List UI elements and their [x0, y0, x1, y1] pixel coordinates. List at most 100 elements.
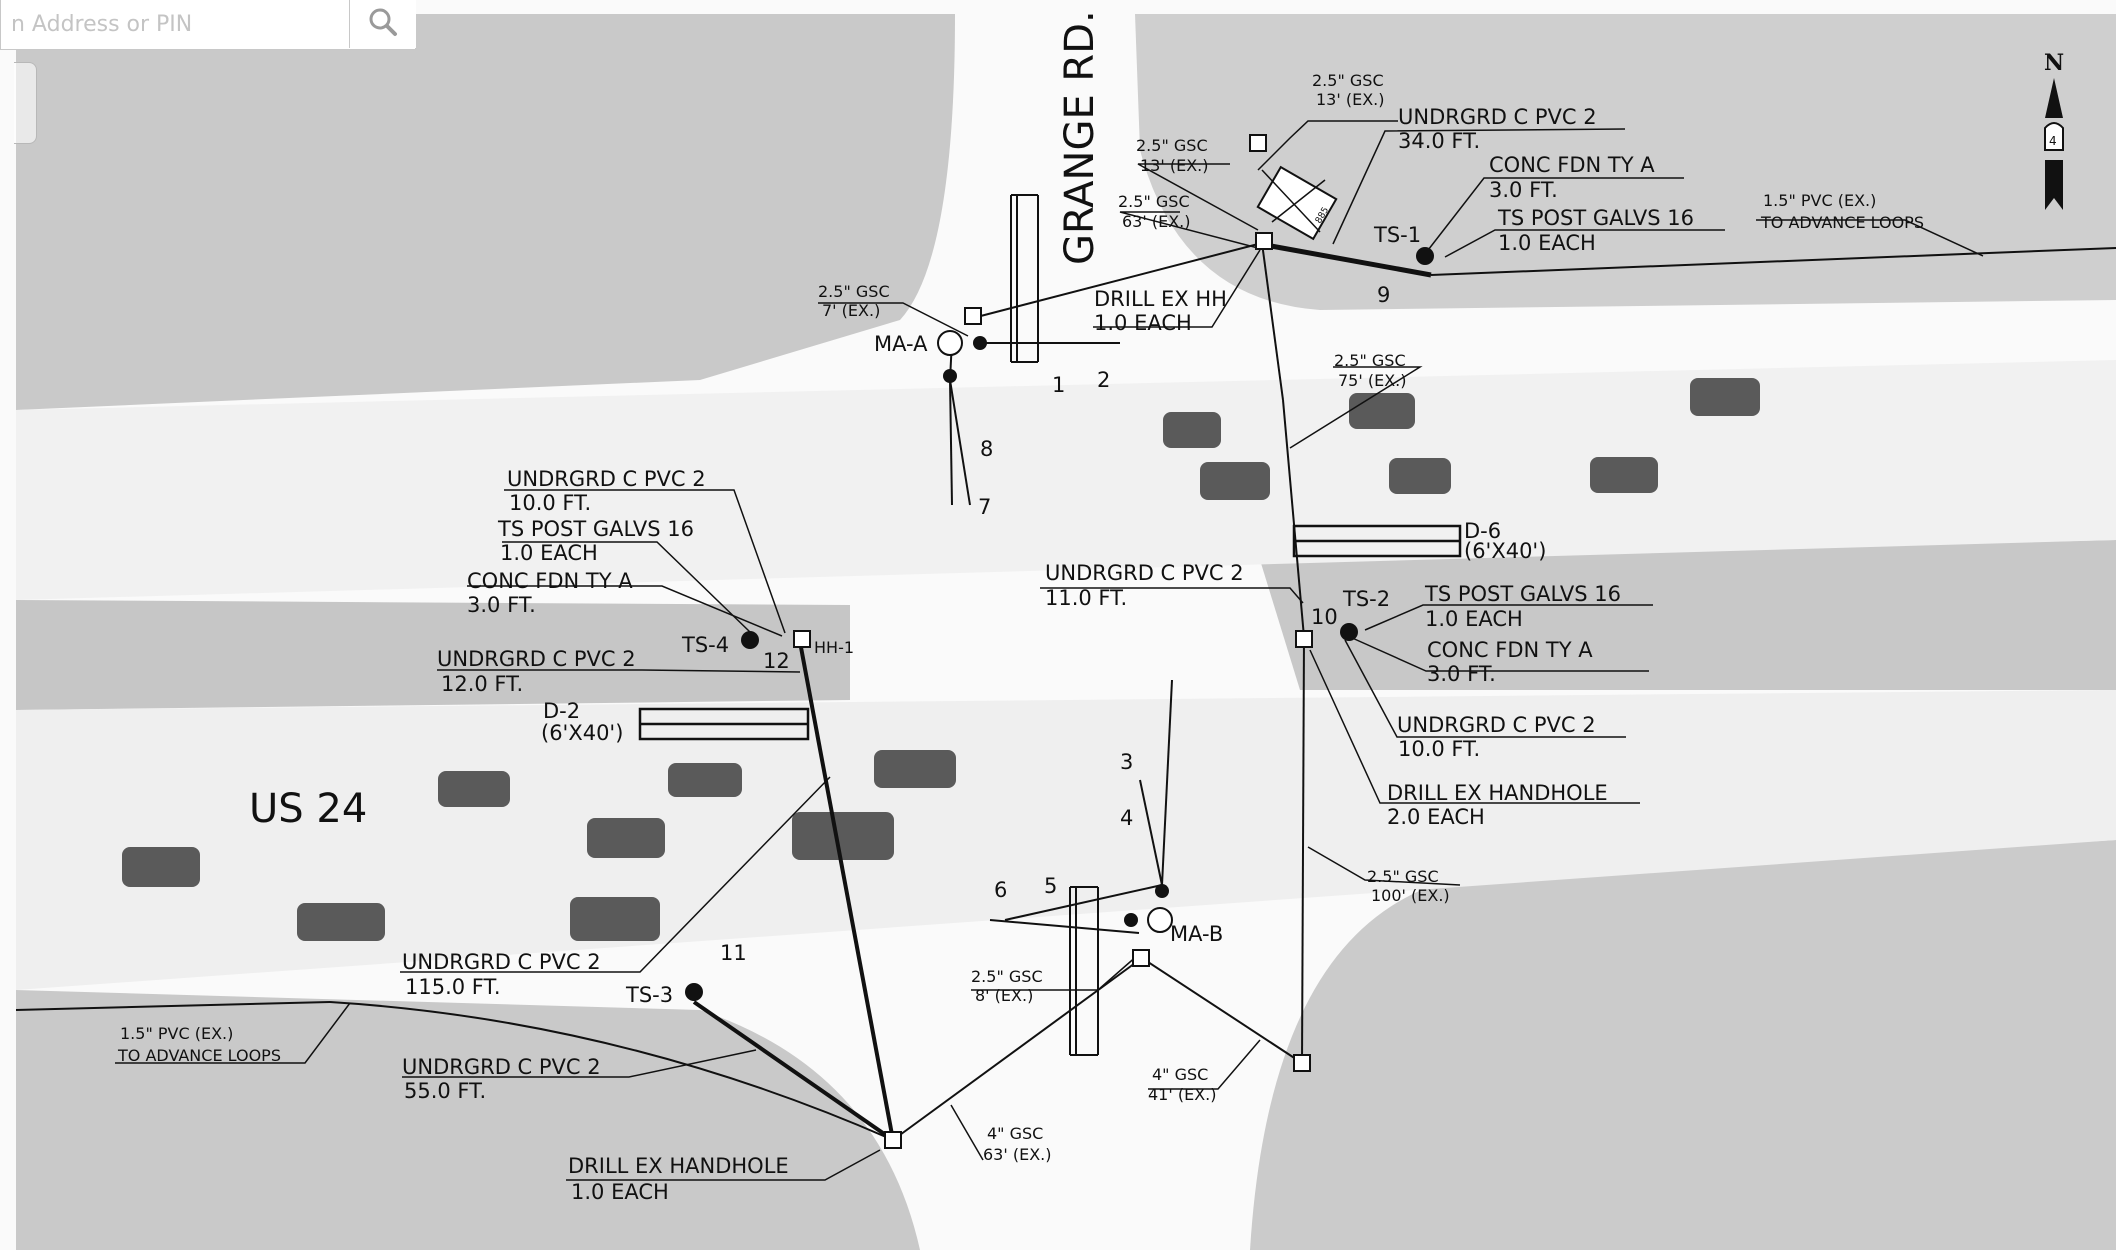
search-icon — [369, 8, 397, 36]
search-button[interactable] — [349, 0, 416, 48]
callout-23-l2: TO ADVANCE LOOPS — [117, 1046, 281, 1065]
callout-9-l2: 1.0 EACH — [1094, 311, 1192, 335]
callout-13-l2: 3.0 FT. — [467, 593, 536, 617]
callout-9-l1: DRILL EX HH — [1094, 287, 1227, 311]
signal-labels: TS-1 TS-2 TS-3 TS-4 MA-A MA-B HH-1 — [625, 223, 1421, 1007]
detector-labels: D-6 (6'X40') D-2 (6'X40') — [541, 519, 1546, 745]
head-2: 2 — [1097, 368, 1110, 392]
label-ts3: TS-3 — [625, 983, 673, 1007]
callout-7-l1: 1.5" PVC (EX.) — [1763, 191, 1876, 210]
detector-loops — [638, 524, 1462, 741]
callout-17-l1: UNDRGRD C PVC 2 — [437, 647, 636, 671]
north-arrow-label: N — [2044, 50, 2064, 76]
callout-6-l2: 1.0 EACH — [1498, 231, 1596, 255]
detector-d6-id: D-6 — [1464, 519, 1501, 543]
head-5: 5 — [1044, 874, 1057, 898]
callout-22-l1: UNDRGRD C PVC 2 — [402, 950, 601, 974]
callout-27-l2: 1.0 EACH — [571, 1180, 669, 1204]
callout-19-l1: DRILL EX HANDHOLE — [1387, 781, 1608, 805]
callout-11-l1: UNDRGRD C PVC 2 — [507, 467, 706, 491]
route-shield-number: 4 — [2049, 134, 2057, 148]
callout-25-l1: 4" GSC — [1152, 1065, 1208, 1084]
ts4-pole — [741, 631, 759, 649]
callout-19-l2: 2.0 EACH — [1387, 805, 1485, 829]
callout-13-l1: CONC FDN TY A — [467, 569, 633, 593]
aerial-terrain — [16, 14, 2116, 1250]
callout-14-l2: 11.0 FT. — [1045, 586, 1127, 610]
callout-14-l1: UNDRGRD C PVC 2 — [1045, 561, 1244, 585]
north-arrow-icon — [2045, 78, 2063, 118]
road-labels: US 24 GRANGE RD. — [249, 10, 1103, 832]
conduit-lines — [15, 194, 2116, 1142]
callout-4-l1: CONC FDN TY A — [1489, 153, 1655, 177]
detector-d2-size: (6'X40') — [541, 721, 623, 745]
callout-8-l2: 7' (EX.) — [822, 301, 880, 320]
callout-15-l2: 1.0 EACH — [1425, 607, 1523, 631]
callout-11-l2: 10.0 FT. — [509, 491, 591, 515]
signal-poles — [685, 247, 1434, 1001]
head-10: 10 — [1311, 605, 1338, 629]
head-12: 12 — [763, 649, 790, 673]
callout-20-l1: 2.5" GSC — [1367, 867, 1439, 886]
callout-12-l2: 1.0 EACH — [500, 541, 598, 565]
callout-26-l1: 4" GSC — [987, 1124, 1043, 1143]
maa-pole — [937, 330, 963, 356]
callout-10-l1: 2.5" GSC — [1334, 351, 1406, 370]
north-arrow: N 4 — [2044, 50, 2064, 210]
ts3-pole — [685, 983, 703, 1001]
callout-18-l1: UNDRGRD C PVC 2 — [1397, 713, 1596, 737]
callout-12-l1: TS POST GALVS 16 — [497, 517, 694, 541]
label-maa: MA-A — [874, 332, 928, 356]
ts2-pole — [1340, 623, 1358, 641]
callout-5-l2: 63' (EX.) — [1122, 212, 1190, 231]
callout-16-l2: 3.0 FT. — [1427, 662, 1496, 686]
label-ts1: TS-1 — [1373, 223, 1421, 247]
callout-3-l1: 2.5" GSC — [1136, 136, 1208, 155]
callout-23-l1: 1.5" PVC (EX.) — [120, 1024, 233, 1043]
callout-3-l2: 13' (EX.) — [1140, 156, 1208, 175]
head-11: 11 — [720, 941, 747, 965]
head-numbers: 1 2 3 4 5 6 7 8 9 10 11 12 — [720, 283, 1390, 965]
callout-5-l1: 2.5" GSC — [1118, 192, 1190, 211]
label-ts2: TS-2 — [1342, 587, 1390, 611]
callout-2-l1: UNDRGRD C PVC 2 — [1398, 105, 1597, 129]
detector-d6-size: (6'X40') — [1464, 539, 1546, 563]
head-1: 1 — [1052, 373, 1065, 397]
callout-24-l2: 55.0 FT. — [404, 1079, 486, 1103]
search-input[interactable] — [1, 0, 345, 48]
search-bar — [0, 0, 416, 50]
callout-4-l2: 3.0 FT. — [1489, 178, 1558, 202]
callout-24-l1: UNDRGRD C PVC 2 — [402, 1055, 601, 1079]
detector-d2-id: D-2 — [543, 699, 580, 723]
callout-2-l2: 34.0 FT. — [1398, 129, 1480, 153]
leader-lines — [115, 120, 1984, 1181]
callout-26-l2: 63' (EX.) — [983, 1145, 1051, 1164]
route-shield-icon — [2044, 122, 2064, 151]
mab-pole — [1147, 907, 1173, 933]
callout-25-l2: 41' (EX.) — [1148, 1085, 1216, 1104]
callout-20-l2: 100' (EX.) — [1371, 886, 1450, 905]
label-hh1: HH-1 — [814, 638, 854, 657]
vehicles — [122, 378, 1760, 941]
callout-1-l2: 13' (EX.) — [1316, 90, 1384, 109]
head-3: 3 — [1120, 750, 1133, 774]
callout-15-l1: TS POST GALVS 16 — [1424, 582, 1621, 606]
road-label-grange: GRANGE RD. — [1057, 10, 1103, 265]
road-label-us24: US 24 — [249, 786, 367, 832]
callout-16-l1: CONC FDN TY A — [1427, 638, 1593, 662]
side-panel-toggle[interactable] — [14, 62, 37, 144]
callout-18-l2: 10.0 FT. — [1398, 737, 1480, 761]
callout-6-l1: TS POST GALVS 16 — [1497, 206, 1694, 230]
head-8: 8 — [980, 437, 993, 461]
callout-27-l1: DRILL EX HANDHOLE — [568, 1154, 789, 1178]
callout-7-l2: TO ADVANCE LOOPS — [1760, 213, 1924, 232]
callout-8-l1: 2.5" GSC — [818, 282, 890, 301]
head-6: 6 — [994, 878, 1007, 902]
ts1-pole — [1416, 247, 1434, 265]
head-4: 4 — [1120, 806, 1133, 830]
label-ts4: TS-4 — [681, 633, 729, 657]
label-mab: MA-B — [1170, 922, 1223, 946]
callout-labels: 2.5" GSC 13' (EX.) UNDRGRD C PVC 2 34.0 … — [117, 71, 1924, 1204]
callout-1-l1: 2.5" GSC — [1312, 71, 1384, 90]
